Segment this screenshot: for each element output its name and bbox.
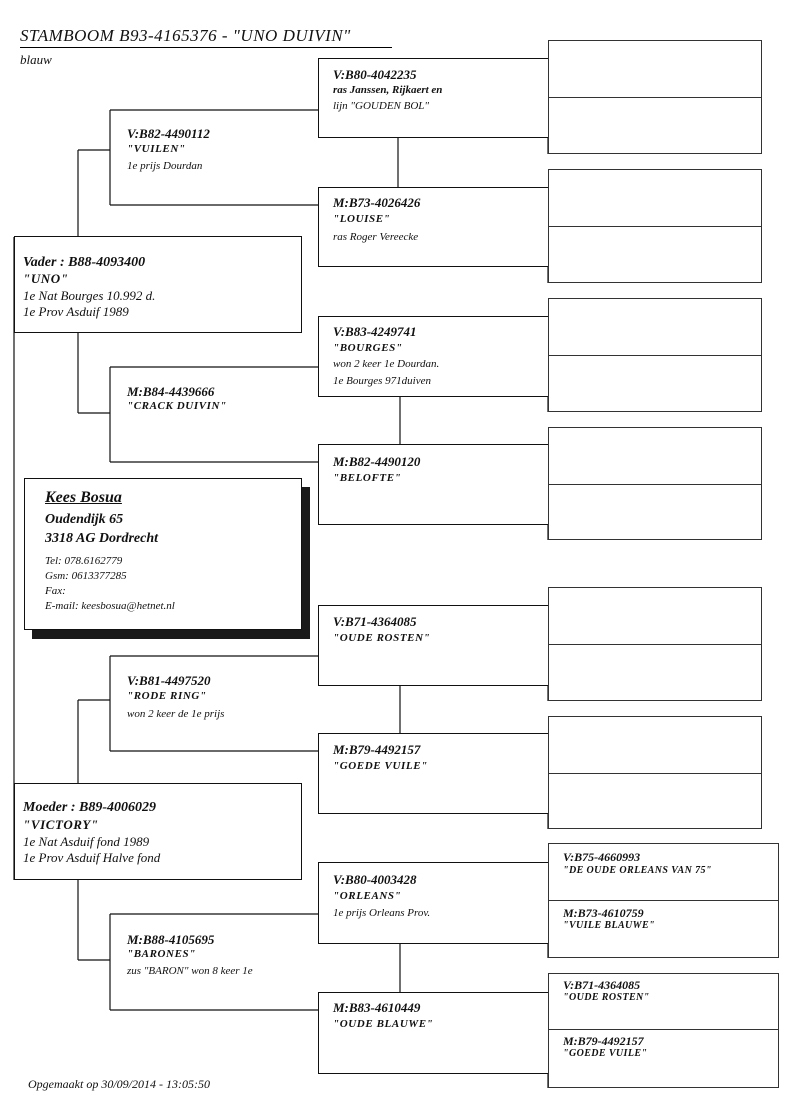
mother-box: Moeder : B89-4006029 "VICTORY" 1e Nat As… [14,783,302,880]
g4-name: "OUDE ROSTEN" [563,992,650,1003]
ffm-note: ras Roger Vereecke [333,231,419,243]
mfm-box: M:B79-4492157 "GOEDE VUILE" [318,733,549,814]
father-box: Vader : B88-4093400 "UNO" 1e Nat Bourges… [14,236,302,333]
mf-ring: V:B81-4497520 [127,673,211,688]
ff-name: "VUILEN" [127,143,186,155]
color-label: blauw [20,52,52,67]
mf-name: "RODE RING" [127,690,207,702]
g4-box: M:B73-4610759 "VUILE BLAUWE" [548,900,779,958]
mfm-ring: M:B79-4492157 [333,742,421,757]
mother-note-2: 1e Prov Asduif Halve fond [23,850,161,865]
mother-name: "VICTORY" [23,817,99,832]
g4-empty-box [548,169,762,227]
g4-empty-box [548,587,762,645]
g4-box: V:B71-4364085 "OUDE ROSTEN" [548,973,779,1030]
fmf-note-2: 1e Bourges 971duiven [333,375,431,387]
mmf-note: 1e prijs Orleans Prov. [333,907,431,919]
owner-name: Kees Bosua [45,489,122,506]
g4-empty-box [548,773,762,829]
g4-ring: V:B75-4660993 [563,850,641,864]
ff-ring: V:B82-4490112 [127,126,210,141]
g4-empty-box [548,40,762,98]
mm-note: zus "BARON" won 8 keer 1e [127,965,253,977]
g4-ring: M:B79-4492157 [563,1034,644,1048]
fm-ring: M:B84-4439666 [127,384,215,399]
ff-note: 1e prijs Dourdan [127,160,203,172]
mmm-ring: M:B83-4610449 [333,1000,421,1015]
mmm-name: "OUDE BLAUWE" [333,1018,434,1030]
mm-name: "BARONES" [127,948,196,960]
page-title: STAMBOOM B93-4165376 - "UNO DUIVIN" [20,26,392,48]
g4-box: V:B75-4660993 "DE OUDE ORLEANS VAN 75" [548,843,779,901]
ffm-box: M:B73-4026426 "LOUISE" ras Roger Vereeck… [318,187,549,267]
g4-ring: V:B71-4364085 [563,978,641,992]
fmf-note-1: won 2 keer 1e Dourdan. [333,358,440,370]
ffm-name: "LOUISE" [333,213,391,225]
g4-ring: M:B73-4610759 [563,906,644,920]
ffm-ring: M:B73-4026426 [333,195,421,210]
fmf-ring: V:B83-4249741 [333,324,417,339]
g4-empty-box [548,716,762,774]
father-ring: Vader : B88-4093400 [23,255,146,270]
g4-empty-box [548,355,762,412]
mff-ring: V:B71-4364085 [333,614,417,629]
fmf-box: V:B83-4249741 "BOURGES" won 2 keer 1e Do… [318,316,549,397]
fmm-name: "BELOFTE" [333,472,402,484]
mother-ring: Moeder : B89-4006029 [23,800,156,815]
g4-name: "DE OUDE ORLEANS VAN 75" [563,865,712,876]
father-name: "UNO" [23,271,69,286]
father-note-2: 1e Prov Asduif 1989 [23,304,129,319]
fff-box: V:B80-4042235 ras Janssen, Rijkaert en l… [318,58,549,138]
mother-note-1: 1e Nat Asduif fond 1989 [23,834,150,849]
g4-empty-box [548,644,762,701]
fmf-name: "BOURGES" [333,342,403,354]
mf-note: won 2 keer de 1e prijs [127,708,225,720]
owner-city: 3318 AG Dordrecht [45,531,159,546]
fff-note-1: ras Janssen, Rijkaert en [333,84,443,96]
fff-ring: V:B80-4042235 [333,67,417,82]
owner-tel: Tel: 078.6162779 [45,555,123,567]
g4-empty-box [548,226,762,283]
mfm-name: "GOEDE VUILE" [333,760,428,772]
g4-empty-box [548,97,762,154]
owner-gsm: Gsm: 0613377285 [45,570,127,582]
mff-box: V:B71-4364085 "OUDE ROSTEN" [318,605,549,686]
g4-empty-box [548,427,762,485]
owner-email: E-mail: keesbosua@hetnet.nl [45,600,175,612]
father-note-1: 1e Nat Bourges 10.992 d. [23,288,156,303]
owner-card: Kees Bosua Oudendijk 65 3318 AG Dordrech… [24,478,302,630]
generated-timestamp: Opgemaakt op 30/09/2014 - 13:05:50 [28,1077,210,1091]
mmm-box: M:B83-4610449 "OUDE BLAUWE" [318,992,549,1074]
g4-name: "GOEDE VUILE" [563,1048,648,1059]
fm-name: "CRACK DUIVIN" [127,400,227,412]
mmf-name: "ORLEANS" [333,890,402,902]
g4-name: "VUILE BLAUWE" [563,920,655,931]
g4-box: M:B79-4492157 "GOEDE VUILE" [548,1029,779,1088]
g4-empty-box [548,484,762,540]
owner-street: Oudendijk 65 [45,512,124,527]
mm-ring: M:B88-4105695 [127,932,215,947]
owner-fax: Fax: [45,585,66,597]
fmm-box: M:B82-4490120 "BELOFTE" [318,444,549,525]
fff-note-2: lijn "GOUDEN BOL" [333,100,430,112]
fmm-ring: M:B82-4490120 [333,454,421,469]
mff-name: "OUDE ROSTEN" [333,632,431,644]
mmf-ring: V:B80-4003428 [333,872,417,887]
mmf-box: V:B80-4003428 "ORLEANS" 1e prijs Orleans… [318,862,549,944]
g4-empty-box [548,298,762,356]
